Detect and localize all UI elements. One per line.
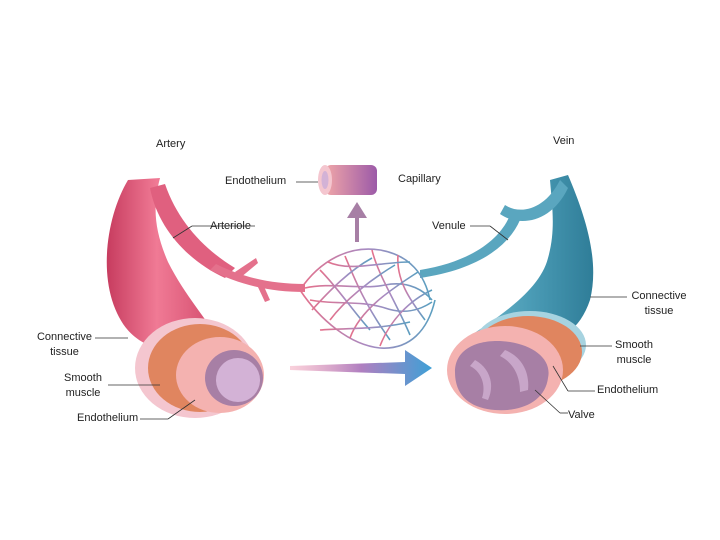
capillary-tube-lumen (321, 171, 329, 189)
artery-label: Artery (156, 138, 186, 150)
vein-branch (500, 180, 568, 222)
capillary-network (299, 248, 436, 349)
vein-body (470, 175, 594, 348)
label-line: muscle (65, 387, 101, 399)
endothelium-capillary-label: Endothelium (225, 175, 287, 187)
vein-lumen (455, 340, 549, 411)
arteriole-twig (257, 282, 270, 302)
flow-arrow (290, 350, 432, 386)
label-line: Connective (36, 331, 93, 343)
arteriole (210, 264, 305, 292)
capillary-tube (325, 165, 377, 195)
vein-valve (500, 350, 529, 392)
label-line: tissue (50, 346, 79, 358)
leader-lines (95, 181, 627, 420)
connective-tissue-vein-label: Connective tissue (626, 289, 692, 319)
venule-label: Venule (432, 220, 466, 232)
artery-body (106, 178, 218, 350)
label-line: Smooth (64, 372, 102, 384)
label-line: Smooth (615, 339, 653, 351)
valve-label: Valve (568, 409, 595, 421)
smooth-muscle-vein-label: Smooth muscle (606, 338, 662, 368)
arteriole-label: Arteriole (210, 220, 251, 232)
arteriole-twig (235, 258, 258, 278)
label-line: tissue (644, 305, 674, 317)
artery-lumen-inner (216, 358, 260, 402)
artery-branch (150, 184, 235, 278)
label-line: Connective (631, 290, 687, 302)
endothelium-artery-label: Endothelium (77, 412, 139, 424)
capillary-label: Capillary (398, 173, 441, 185)
smooth-muscle-artery-label: Smooth muscle (50, 371, 116, 401)
venule (420, 215, 520, 278)
label-line: muscle (616, 354, 652, 366)
vein-label: Vein (553, 135, 575, 147)
vein-valve (470, 360, 492, 400)
up-arrow (347, 202, 367, 242)
endothelium-vein-label: Endothelium (597, 384, 659, 396)
connective-tissue-artery-label: Connective tissue (27, 330, 102, 360)
